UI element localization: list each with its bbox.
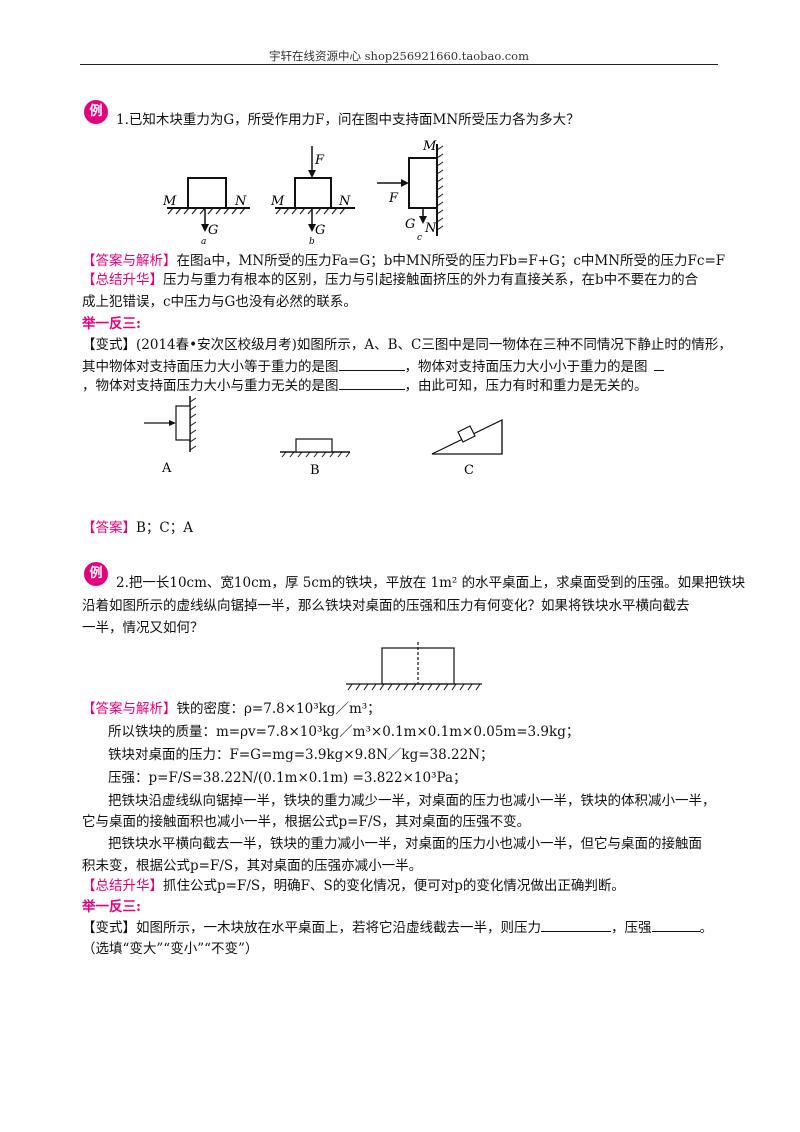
q2-a2: 所以铁块的质量：m=ρv=7.8×10³kg／m³×0.1m×0.1m×0.05… — [108, 724, 580, 740]
v2-line1: 【变式】如图所示，一木块放在水平桌面上，若将它沿虚线截去一半，则压力，压强。 — [82, 918, 713, 936]
figure-A: A — [144, 396, 197, 476]
svg-text:G: G — [315, 223, 325, 238]
blank-5[interactable] — [651, 918, 700, 932]
q2-a5: 把铁块沿虚线纵向锯掉一半，铁块的重力减少一半，对桌面的压力也减小一半，铁块的体积… — [108, 793, 716, 809]
blank-4[interactable] — [541, 918, 611, 932]
q2-line3: 一半，情况又如何？ — [82, 620, 204, 636]
v1-line3: ，物体对支持面压力大小与重力无关的是图，由此可知，压力有时和重力是无关的。 — [82, 376, 648, 394]
svg-text:C: C — [464, 463, 474, 478]
figure-c: M F G N c — [377, 139, 444, 243]
blank-2[interactable] — [653, 357, 664, 371]
figure-a: M N G a — [162, 177, 250, 246]
v1-line2: 其中物体对支持面压力大小等于重力的是图，物体对支持面压力大小小于重力的是图 — [82, 355, 664, 375]
q2-summary-line: 【总结升华】抓住公式p=F/S，明确F、S的变化情况，便可对p的变化情况做出正确… — [82, 878, 625, 894]
example-badge: 例 — [84, 100, 108, 124]
svg-text:N: N — [424, 221, 437, 236]
svg-text:c: c — [417, 233, 422, 243]
v1-line1: 【变式】(2014春•安次区校级月考)如图所示，A、B、C三图中是同一物体在三种… — [82, 337, 732, 353]
q2-a7: 把铁块水平横向截去一半，铁块的重力减小一半，对桌面的压力小也减小一半，但它与桌面… — [108, 836, 702, 852]
svg-text:b: b — [309, 237, 315, 246]
q2-figure — [346, 642, 482, 691]
q1-summary-line: 【总结升华】压力与重力有根本的区别，压力与引起接触面挤压的外力有直接关系，在b中… — [82, 268, 698, 288]
figure-C: C — [431, 419, 503, 478]
svg-text:M: M — [270, 194, 285, 209]
summary-tag: 【总结升华】 — [82, 878, 163, 894]
svg-text:a: a — [201, 237, 206, 246]
figure-B: B — [280, 438, 351, 478]
q1-figures: M N G a F M N G b — [162, 139, 444, 246]
example-badge: 例 — [84, 562, 108, 586]
svg-text:F: F — [388, 191, 399, 206]
q1-answer: 在图a中，MN所受的压力Fa=G；b中MN所受的压力Fb=F+G；c中MN所受的… — [176, 253, 726, 269]
q2-a6: 它与桌面的接触面积也减小一半，根据公式p=F/S，其对桌面的压强不变。 — [82, 814, 531, 830]
v1-answer: B；C；A — [136, 520, 193, 536]
practice-title-2: 举一反三: — [82, 899, 141, 915]
q2-answer-line: 【答案与解析】铁的密度：ρ=7.8×10³kg／m³； — [82, 701, 381, 717]
v2-line2: （选填“变大”“变小”“不变”） — [82, 941, 259, 957]
blank-1[interactable] — [338, 357, 405, 371]
svg-text:F: F — [314, 153, 325, 168]
q2-a3: 铁块对桌面的压力：F=G=mg=3.9kg×9.8N／kg=38.22N； — [108, 747, 494, 763]
q2-a8: 积未变，根据公式p=F/S，其对桌面的压强亦减小一半。 — [82, 858, 423, 874]
answer-tag: 【答案】 — [82, 520, 136, 536]
practice-title: 举一反三: — [82, 316, 141, 332]
svg-text:N: N — [338, 194, 351, 209]
header-rule — [80, 64, 718, 65]
q2-line2: 沿着如图所示的虚线纵向锯掉一半，那么铁块对桌面的压强和压力有何变化？如果将铁块水… — [82, 598, 690, 614]
svg-text:G: G — [208, 223, 218, 238]
figure-b: F M N G b — [270, 146, 355, 246]
page-header: 宇轩在线资源中心 shop256921660.taobao.com — [268, 49, 530, 63]
variant-tag: 【变式】 — [82, 337, 136, 353]
q1-summary-1: 压力与重力有根本的区别，压力与引起接触面挤压的外力有直接关系，在b中不要在力的合 — [163, 272, 699, 288]
summary-tag: 【总结升华】 — [82, 272, 163, 288]
q1-question: 1.已知木块重力为G，所受作用力F，问在图中支持面MN所受压力各为多大？ — [116, 112, 580, 128]
answer-tag: 【答案与解析】 — [82, 253, 177, 269]
q1-answer-line: 【答案与解析】在图a中，MN所受的压力Fa=G；b中MN所受的压力Fb=F+G；… — [82, 249, 725, 269]
svg-text:G: G — [405, 217, 415, 232]
answer-tag: 【答案与解析】 — [82, 701, 177, 717]
blank-3[interactable] — [338, 376, 405, 390]
svg-text:N: N — [234, 194, 247, 209]
svg-text:M: M — [162, 194, 177, 209]
q2-a4: 压强：p=F/S=38.22N/(0.1m×0.1m) =3.822×10³Pa… — [108, 770, 467, 786]
v1-answer-line: 【答案】B；C；A — [82, 516, 193, 536]
svg-text:M: M — [422, 139, 437, 154]
q2-line1: 2.把一长10cm、宽10cm，厚 5cm的铁块，平放在 1m² 的水平桌面上，… — [116, 575, 746, 591]
svg-text:B: B — [310, 463, 320, 478]
v1-figures: A B C — [144, 396, 503, 478]
q1-summary-2: 成上犯错误，c中压力与G也没有必然的联系。 — [82, 294, 357, 310]
svg-text:A: A — [161, 461, 172, 476]
variant-tag: 【变式】 — [82, 920, 136, 936]
